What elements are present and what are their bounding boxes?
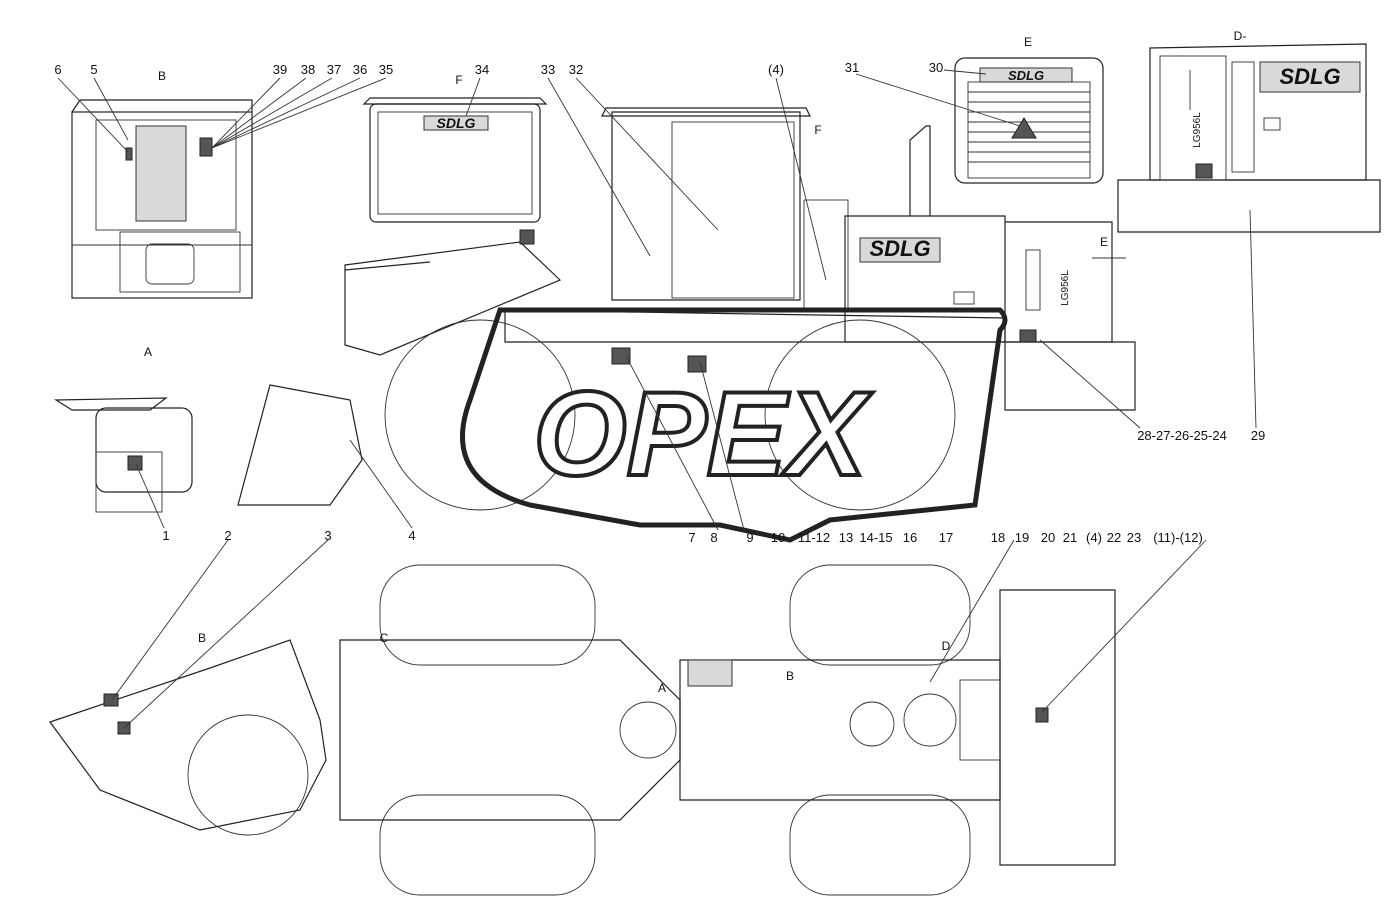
- watermark: OPEX: [460, 307, 1008, 543]
- callout-7: 7: [688, 530, 695, 545]
- callout-11-12: 11-12: [798, 530, 830, 545]
- callout-21: 21: [1063, 530, 1077, 545]
- callout-2: 2: [224, 528, 231, 543]
- steering-column-detail: [53, 397, 193, 513]
- callout-1: 1: [162, 528, 169, 543]
- view-letter-a-steering: A: [144, 345, 152, 359]
- view-letter-a-top: A: [658, 681, 666, 695]
- callout-29: 29: [1251, 428, 1265, 443]
- hood-top-logo: SDLG: [437, 115, 476, 131]
- hood-side-logo: SDLG: [869, 236, 930, 261]
- rear-model-label: LG956L: [1192, 112, 1203, 148]
- view-letter-d-rear: D-: [1234, 29, 1247, 43]
- side-model-label: LG956L: [1060, 270, 1071, 306]
- callout-33: 33: [541, 62, 555, 77]
- view-letter-b-boom: B: [198, 631, 206, 645]
- callout-17: 17: [939, 530, 953, 545]
- callout-8: 8: [710, 530, 717, 545]
- rear-grille-view: [954, 57, 1104, 184]
- grille-logo: SDLG: [1008, 68, 1044, 83]
- callout-4: 4: [408, 528, 415, 543]
- callout-36: 36: [353, 62, 367, 77]
- view-letter-c-top: C: [380, 631, 389, 645]
- callout-30: 30: [929, 60, 943, 75]
- callout-4-paren-top: (4): [768, 62, 784, 77]
- callout-13: 13: [839, 530, 853, 545]
- callout-18: 18: [991, 530, 1005, 545]
- rear-side-logo: SDLG: [1279, 64, 1340, 89]
- callout-10: 10: [771, 530, 785, 545]
- callout-11-12-paren: (11)-(12): [1153, 530, 1203, 545]
- callout-3: 3: [324, 528, 331, 543]
- view-letter-b-cab: B: [158, 69, 166, 83]
- loader-side-view: [237, 107, 1136, 511]
- callout-23: 23: [1127, 530, 1141, 545]
- callout-6: 6: [54, 62, 61, 77]
- callout-16: 16: [903, 530, 917, 545]
- callout-5: 5: [90, 62, 97, 77]
- callout-19: 19: [1015, 530, 1029, 545]
- view-letter-f-hood: F: [455, 73, 462, 87]
- callout-38: 38: [301, 62, 315, 77]
- callout-39: 39: [273, 62, 287, 77]
- view-letter-e-grille: E: [1024, 35, 1032, 49]
- view-letter-d-top: D: [942, 639, 951, 653]
- callout-14-15: 14-15: [859, 530, 892, 545]
- callout-34: 34: [475, 62, 489, 77]
- view-letter-e-arrow: E: [1100, 235, 1108, 249]
- callout-labels: 1 2 3 4 5 6 7 8 9 10 11-12 13 14-15 16 1…: [54, 60, 1265, 545]
- callout-9: 9: [746, 530, 753, 545]
- callout-28-27-26-25-24: 28-27-26-25-24: [1137, 428, 1227, 443]
- callout-leaders: [57, 69, 1257, 729]
- hood-top-view: [362, 97, 548, 223]
- rear-side-view: [1117, 43, 1381, 233]
- callout-4-paren-bottom: (4): [1086, 530, 1102, 545]
- view-letter-f-cab: F: [814, 123, 821, 137]
- callout-37: 37: [327, 62, 341, 77]
- cab-rear-view: [71, 99, 253, 299]
- callout-31: 31: [845, 60, 859, 75]
- loader-top-view: [339, 564, 1116, 896]
- callout-22: 22: [1107, 530, 1121, 545]
- callout-32: 32: [569, 62, 583, 77]
- callout-20: 20: [1041, 530, 1055, 545]
- view-letter-b-top: B: [786, 669, 794, 683]
- callout-35: 35: [379, 62, 393, 77]
- watermark-text: OPEX: [533, 367, 873, 501]
